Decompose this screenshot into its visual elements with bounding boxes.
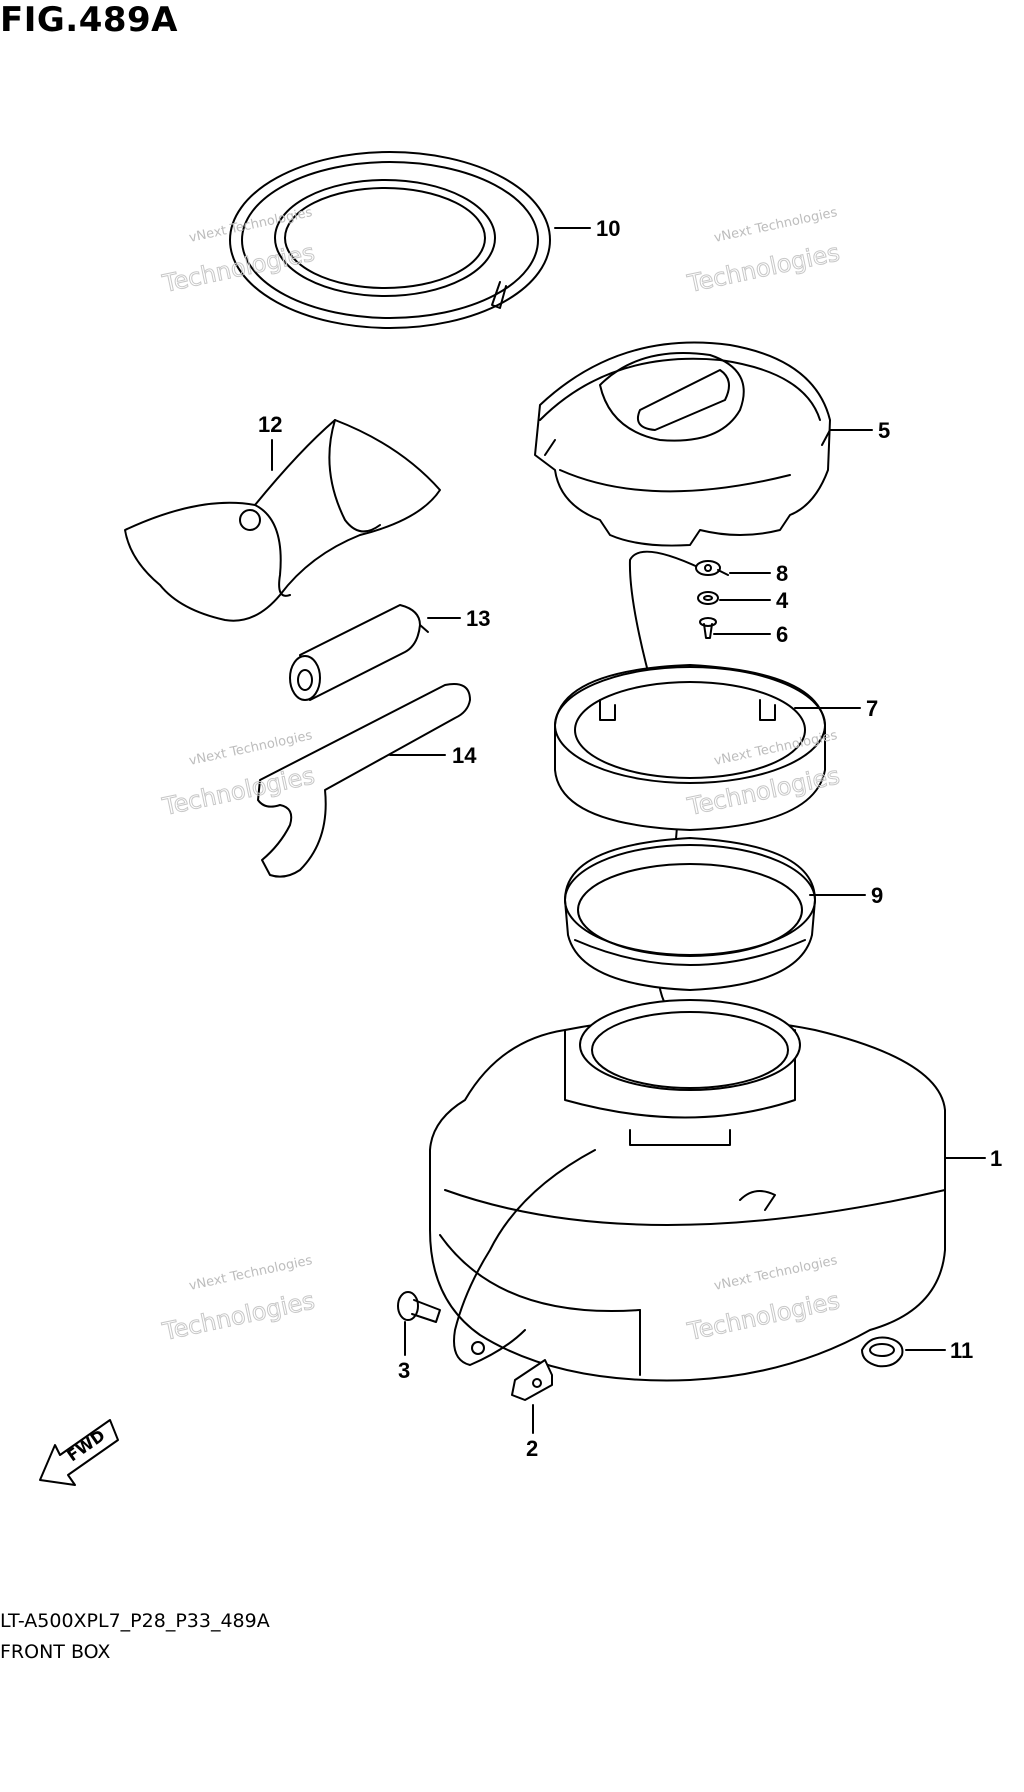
spanner-part [257,683,471,878]
svg-text:vNext Technologies: vNext Technologies [713,205,839,246]
callout-12: 12 [258,412,282,437]
bolt-part [397,1291,441,1323]
svg-text:Technologies: Technologies [159,1286,317,1346]
diagram-title: FRONT BOX [0,1641,111,1663]
callout-4: 4 [776,588,789,613]
callout-5: 5 [878,418,890,443]
callout-13: 13 [466,606,490,631]
seal-ring-part [229,151,551,329]
ring-collar-part [554,664,826,831]
svg-text:vNext Technologies: vNext Technologies [188,1253,314,1294]
callout-9: 9 [871,883,883,908]
callout-11: 11 [950,1338,973,1363]
screw-small-part [699,617,717,639]
callout-2: 2 [526,1436,538,1461]
lower-ring-part [564,837,816,991]
terminal-part [695,560,729,576]
front-box-part [429,999,946,1382]
leader-lines [271,227,986,1434]
cylinder-tool-part [289,604,429,701]
grommet-part [861,1336,904,1368]
figure-id: FIG.489A [0,0,178,40]
callout-3: 3 [398,1358,410,1383]
forward-arrow-icon [39,1419,119,1486]
callout-1: 1 [990,1146,1002,1171]
model-code: LT-A500XPL7_P28_P33_489A [0,1610,270,1632]
callout-8: 8 [776,561,788,586]
washer-part [697,591,719,605]
callout-10: 10 [596,216,620,241]
callout-6: 6 [776,622,788,647]
tool-bag-part [124,419,441,622]
svg-text:Technologies: Technologies [684,238,842,298]
callout-14: 14 [452,743,477,768]
cap-part [534,341,831,547]
clip-part [511,1359,553,1401]
callout-7: 7 [866,696,878,721]
